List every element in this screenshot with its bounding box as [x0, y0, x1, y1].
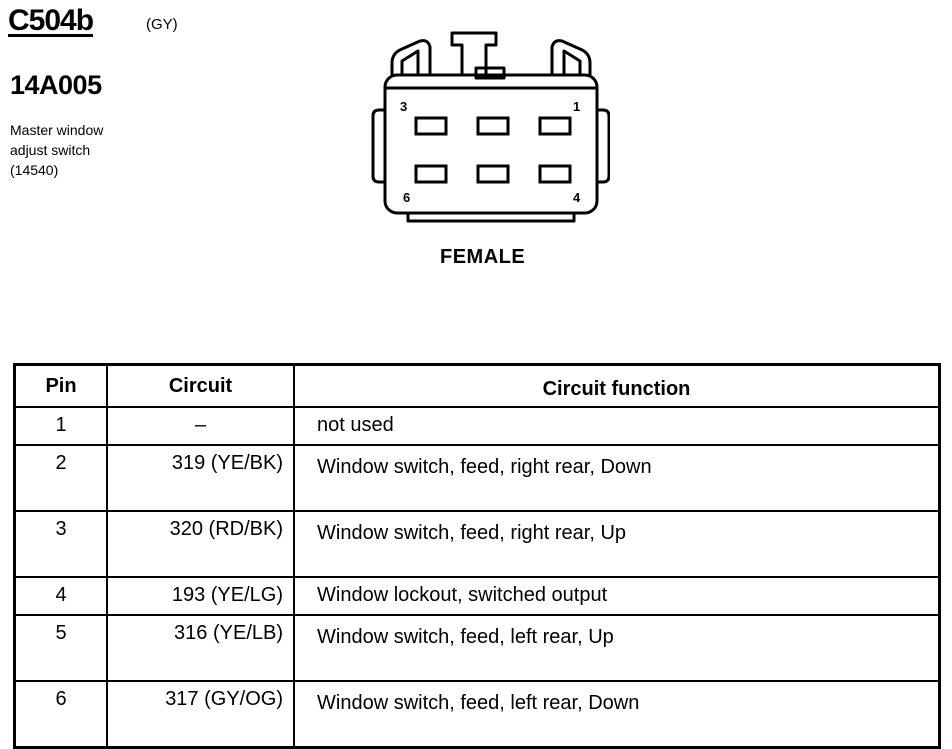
function-cell: Window switch, feed, right rear, Down [293, 444, 941, 512]
pin-cell: 6 [13, 680, 108, 749]
pin-cavity-1 [538, 116, 572, 136]
pin-table: Pin Circuit Circuit function 1 – not use… [13, 363, 941, 749]
pin-number-label: 3 [400, 99, 407, 114]
table-row: 5 316 (YE/LB) Window switch, feed, left … [13, 614, 941, 682]
bottom-lip [406, 213, 576, 223]
pin-cell: 3 [13, 510, 108, 578]
component-line: adjust switch [10, 142, 91, 158]
table-row: 4 193 (YE/LG) Window lockout, switched o… [13, 576, 941, 616]
part-number: 14A005 [10, 70, 102, 100]
pin-cavity-5 [476, 164, 510, 184]
function-cell: Window lockout, switched output [293, 576, 941, 616]
center-latch [450, 31, 498, 75]
circuit-cell: 193 (YE/LG) [106, 576, 295, 616]
pin-cavity-2 [476, 116, 510, 136]
pin-number-label: 6 [403, 190, 410, 205]
circuit-cell: 319 (YE/BK) [106, 444, 295, 512]
function-cell: Window switch, feed, left rear, Down [293, 680, 941, 749]
right-latch [550, 39, 592, 75]
right-ear [597, 108, 610, 184]
table-row: 1 – not used [13, 406, 941, 446]
left-ear [371, 108, 385, 184]
function-cell: Window switch, feed, left rear, Up [293, 614, 941, 682]
table-row: 3 320 (RD/BK) Window switch, feed, right… [13, 510, 941, 578]
component-line: Master window [10, 122, 104, 138]
header-circuit: Circuit [106, 363, 295, 408]
circuit-cell: 320 (RD/BK) [106, 510, 295, 578]
table-row: 6 317 (GY/OG) Window switch, feed, left … [13, 680, 941, 749]
connector-gender-label: FEMALE [440, 246, 526, 268]
function-cell: Window switch, feed, right rear, Up [293, 510, 941, 578]
connector-housing [383, 73, 599, 215]
pin-cavity-3 [414, 116, 448, 136]
component-line: (14540) [10, 162, 59, 178]
pin-cavity-6 [414, 164, 448, 184]
table-header-row: Pin Circuit Circuit function [13, 363, 941, 408]
table-row: 2 319 (YE/BK) Window switch, feed, right… [13, 444, 941, 512]
circuit-cell: 317 (GY/OG) [106, 680, 295, 749]
circuit-cell: 316 (YE/LB) [106, 614, 295, 682]
pin-cell: 1 [13, 406, 108, 446]
pin-cell: 4 [13, 576, 108, 616]
connector-color-code: (GY) [146, 16, 178, 33]
function-cell: not used [293, 406, 941, 446]
connector-id: C504b [8, 4, 94, 37]
circuit-cell: – [106, 406, 295, 446]
pin-cell: 2 [13, 444, 108, 512]
connector-face-diagram: 3 1 6 4 [371, 31, 610, 223]
header-circuit-function: Circuit function [293, 363, 941, 408]
pin-number-label: 4 [573, 190, 581, 205]
left-latch [390, 39, 432, 75]
pin-cavity-4 [538, 164, 572, 184]
pin-cell: 5 [13, 614, 108, 682]
header-pin: Pin [13, 363, 108, 408]
component-description: Master window adjust switch (14540) [10, 120, 140, 180]
pin-number-label: 1 [573, 99, 580, 114]
